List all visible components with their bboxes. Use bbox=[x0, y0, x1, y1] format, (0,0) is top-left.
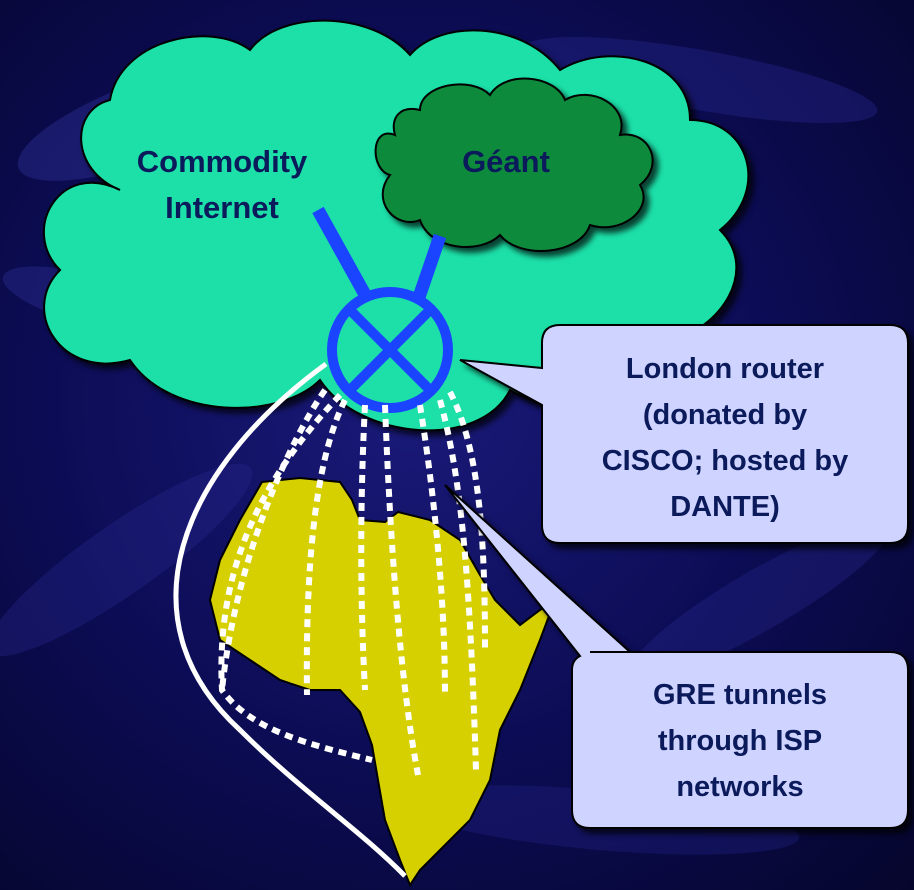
gre-tunnel bbox=[382, 404, 421, 776]
link-commodity bbox=[312, 206, 374, 304]
commodity-internet-label-line1: Commodity bbox=[137, 144, 308, 179]
gre-tunnel bbox=[437, 399, 479, 771]
gre-tunnel bbox=[358, 404, 368, 691]
router-callout-line: London router bbox=[626, 353, 824, 385]
gre-tunnel bbox=[303, 398, 348, 696]
tunnels-callout-line: networks bbox=[676, 771, 803, 803]
router-callout bbox=[459, 324, 909, 544]
direct-link-arc bbox=[173, 361, 407, 878]
gre-tunnels bbox=[218, 388, 488, 776]
geant-label: Géant bbox=[462, 144, 550, 179]
router-icon bbox=[327, 287, 453, 413]
geant-cloud bbox=[374, 77, 654, 252]
tunnels-callout bbox=[444, 484, 909, 829]
link-geant bbox=[411, 233, 447, 303]
tunnels-callout-line: GRE tunnels bbox=[653, 679, 827, 711]
router-callout-line: CISCO; hosted by bbox=[602, 445, 849, 477]
gre-tunnel bbox=[219, 388, 328, 691]
router-callout-line: (donated by bbox=[643, 399, 807, 431]
gre-tunnel bbox=[417, 404, 448, 696]
gre-tunnel bbox=[447, 390, 488, 651]
commodity-internet-label-line2: Internet bbox=[165, 190, 279, 225]
router-callout-line: DANTE) bbox=[670, 491, 780, 523]
tunnels-callout-line: through ISP bbox=[658, 725, 822, 757]
gre-tunnel bbox=[218, 392, 373, 763]
